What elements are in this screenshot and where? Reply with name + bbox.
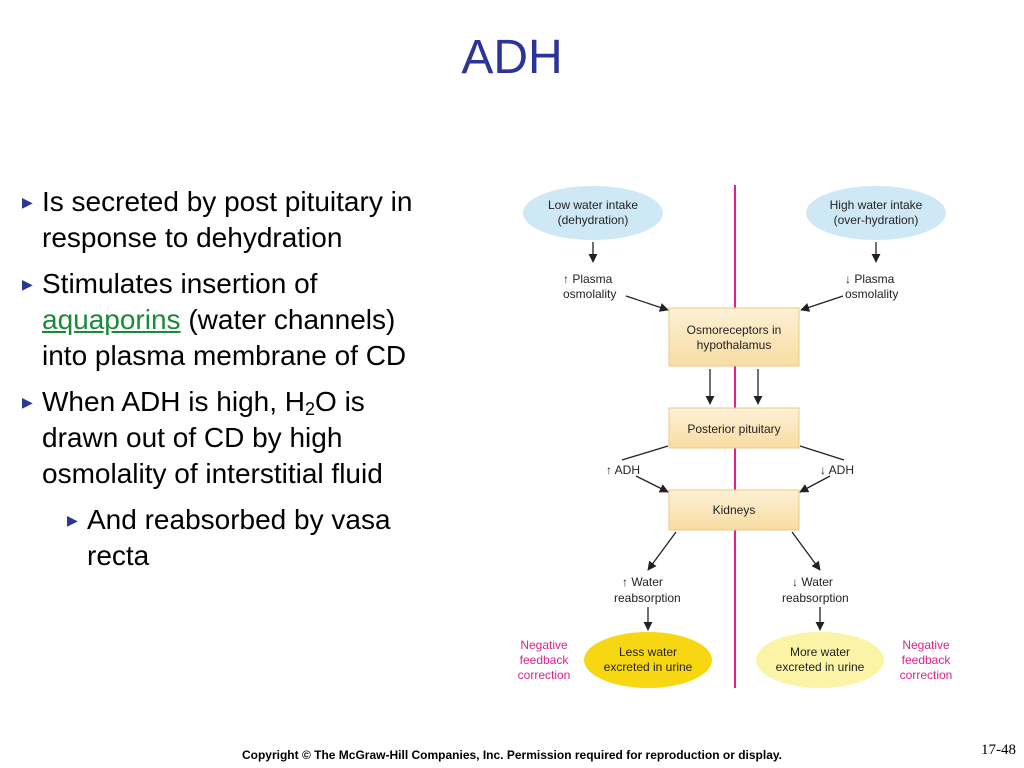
bullet-list: ▶ Is secreted by post pituitary in respo… bbox=[22, 184, 422, 584]
slide-title: ADH bbox=[461, 31, 563, 84]
neg-feedback-left-3: correction bbox=[518, 668, 571, 682]
bullet-item: ▶ When ADH is high, H2O is drawn out of … bbox=[22, 384, 422, 492]
plasma-up-label: ↑ Plasma bbox=[563, 272, 613, 286]
triangle-bullet-icon: ▶ bbox=[22, 194, 33, 210]
bullet-text: (water channels) into plasma membrane of… bbox=[42, 304, 407, 371]
kidneys-box bbox=[668, 489, 800, 531]
more-water-label-2: excreted in urine bbox=[776, 660, 865, 674]
less-water-ellipse bbox=[584, 632, 712, 688]
plasma-osmolality-label-right: osmolality bbox=[845, 287, 898, 301]
water-down-label: ↓ Water bbox=[792, 575, 833, 589]
copyright-notice: Copyright © The McGraw-Hill Companies, I… bbox=[241, 748, 783, 762]
high-intake-label-2: (over-hydration) bbox=[834, 213, 919, 227]
osmoreceptors-label-1: Osmoreceptors in bbox=[687, 323, 782, 337]
aquaporins-link[interactable]: aquaporins bbox=[42, 304, 181, 335]
kidneys-label: Kidneys bbox=[713, 503, 756, 517]
high-intake-ellipse bbox=[806, 186, 946, 240]
high-intake-label-1: High water intake bbox=[830, 198, 923, 212]
low-intake-label-1: Low water intake bbox=[548, 198, 638, 212]
adh-feedback-diagram: Low water intake (dehydration) High wate… bbox=[508, 182, 968, 692]
neg-feedback-right-1: Negative bbox=[902, 638, 950, 652]
triangle-bullet-icon: ▶ bbox=[22, 394, 33, 410]
water-reabsorption-label-left: reabsorption bbox=[614, 591, 681, 605]
more-water-label-1: More water bbox=[790, 645, 850, 659]
bullet-text: And reabsorbed by vasa recta bbox=[87, 504, 391, 571]
neg-feedback-right-3: correction bbox=[900, 668, 953, 682]
bullet-text: Stimulates insertion of bbox=[42, 268, 318, 299]
plasma-osmolality-label-left: osmolality bbox=[563, 287, 616, 301]
posterior-pituitary-box bbox=[668, 407, 800, 449]
adh-down-label: ↓ ADH bbox=[820, 463, 854, 477]
low-intake-label-2: (dehydration) bbox=[558, 213, 629, 227]
low-intake-ellipse bbox=[523, 186, 663, 240]
less-water-label-1: Less water bbox=[619, 645, 677, 659]
bullet-text: O is drawn out of CD by high osmolality … bbox=[42, 386, 383, 489]
more-water-ellipse bbox=[756, 632, 884, 688]
slide-number: 17-48 bbox=[981, 742, 1016, 758]
triangle-bullet-icon: ▶ bbox=[22, 276, 33, 292]
subscript: 2 bbox=[305, 399, 316, 419]
osmoreceptors-label-2: hypothalamus bbox=[697, 338, 772, 352]
osmoreceptors-box bbox=[668, 307, 800, 367]
adh-up-label: ↑ ADH bbox=[606, 463, 640, 477]
posterior-pituitary-label: Posterior pituitary bbox=[687, 422, 780, 436]
triangle-bullet-icon: ▶ bbox=[67, 512, 78, 528]
diagram-svg: Low water intake (dehydration) High wate… bbox=[518, 185, 953, 688]
bullet-item: ▶ Is secreted by post pituitary in respo… bbox=[22, 184, 422, 256]
water-reabsorption-label-right: reabsorption bbox=[782, 591, 849, 605]
neg-feedback-right-2: feedback bbox=[902, 653, 952, 667]
bullet-text: When ADH is high, H bbox=[42, 386, 305, 417]
bullet-text: Is secreted by post pituitary in respons… bbox=[42, 186, 413, 253]
neg-feedback-left-1: Negative bbox=[520, 638, 568, 652]
bullet-item: ▶ Stimulates insertion of aquaporins (wa… bbox=[22, 266, 422, 374]
less-water-label-2: excreted in urine bbox=[604, 660, 693, 674]
neg-feedback-left-2: feedback bbox=[520, 653, 570, 667]
plasma-down-label: ↓ Plasma bbox=[845, 272, 895, 286]
water-up-label: ↑ Water bbox=[622, 575, 663, 589]
sub-bullet-item: ▶ And reabsorbed by vasa recta bbox=[67, 502, 422, 574]
